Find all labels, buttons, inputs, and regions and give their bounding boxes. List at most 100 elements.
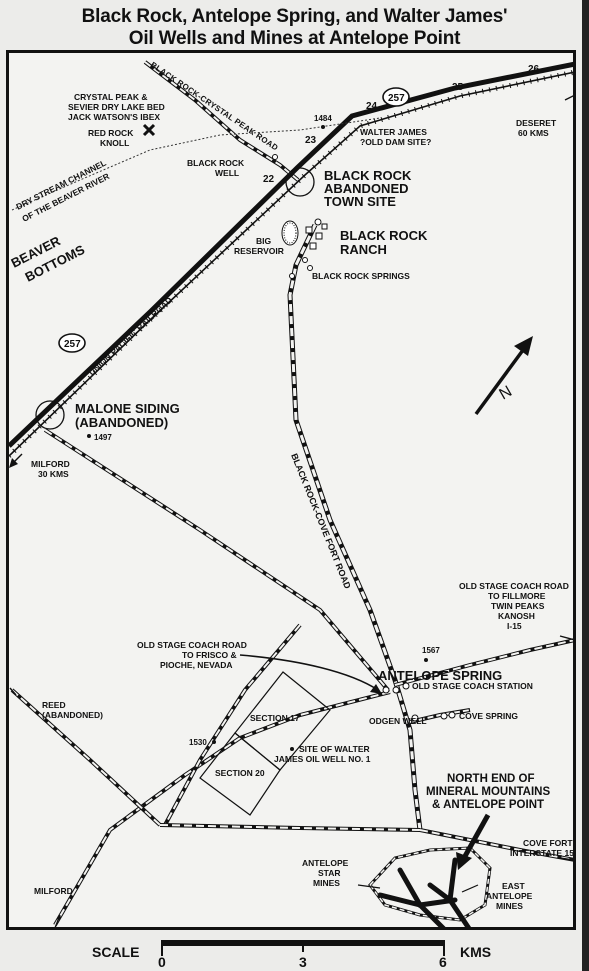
malone-siding-circle <box>35 400 65 430</box>
railroad-line <box>9 71 573 457</box>
fillmore-label-c: TWIN PEAKS <box>491 601 545 611</box>
big-reservoir <box>281 220 299 246</box>
crystal-peak-label-b: SEVIER DRY LAKE BED <box>68 102 165 112</box>
dry-stream-channel <box>11 117 381 211</box>
walter-dam-label-a: WALTER JAMES <box>360 127 427 137</box>
mile-23: 23 <box>305 135 317 146</box>
fillmore-label-e: I-15 <box>507 621 522 631</box>
cove-fort-road-label: BLACK ROCK-COVE FORT ROAD <box>289 452 353 591</box>
scale-tick-0: 0 <box>158 954 166 970</box>
fillmore-label-b: TO FILLMORE <box>488 591 546 601</box>
antelope-spring-label: ANTELOPE SPRING <box>378 668 502 683</box>
east-antelope-label-c: MINES <box>496 901 523 911</box>
elev-1484: 1484 <box>314 114 332 123</box>
stage-station-label: OLD STAGE COACH STATION <box>412 681 533 691</box>
crystal-peak-label-c: JACK WATSON'S IBEX <box>68 112 160 122</box>
page-edge-shadow <box>582 0 589 971</box>
milford-bottom-arrow <box>54 914 61 927</box>
antelope-spring-marker <box>382 686 390 694</box>
hwy-257-left-label: 257 <box>64 339 81 350</box>
railroad-label: UNION PACIFIC RAILROAD <box>87 295 175 378</box>
red-rock-knoll-marker <box>142 123 156 137</box>
reed-label-a: REED <box>42 700 66 710</box>
mineral-label-a: NORTH END OF <box>447 773 535 785</box>
mineral-arrow <box>461 813 491 860</box>
mile-26: 26 <box>528 64 540 75</box>
deseret-label-a: DESERET <box>516 118 557 128</box>
cove-spring-marker <box>440 712 448 720</box>
highway-257-line <box>9 61 573 448</box>
scale-bar <box>161 940 445 956</box>
east-antelope-label-b: ANTELOPE <box>486 891 533 901</box>
map-title-line2: Oil Wells and Mines at Antelope Point <box>128 28 461 49</box>
odgen-well-marker <box>411 714 419 722</box>
red-rock-label-a: RED ROCK <box>88 128 134 138</box>
malone-label-b: (ABANDONED) <box>75 415 168 430</box>
fillmore-arrow <box>559 635 573 641</box>
big-reservoir-label-b: RESERVOIR <box>234 246 284 256</box>
black-rock-springs-label: BLACK ROCK SPRINGS <box>312 271 410 281</box>
north-label: N <box>497 383 516 404</box>
mile-25: 25 <box>452 82 464 93</box>
red-rock-label-b: KNOLL <box>100 138 129 148</box>
odgen-well-label: ODGEN WELL <box>369 716 427 726</box>
cove-fort-label-a: COVE FORT <box>523 838 573 848</box>
reed-arrow <box>9 687 17 696</box>
black-rock-well-marker <box>272 154 278 160</box>
walter-dam-label-b: ?OLD DAM SITE? <box>360 137 431 147</box>
mile-24: 24 <box>366 101 378 112</box>
crystal-peak-road-label: BLACK ROCK-CRYSTAL PEAK ROAD <box>149 60 280 152</box>
east-antelope-label-a: EAST <box>502 881 525 891</box>
crystal-peak-label-a: CRYSTAL PEAK & <box>74 92 148 102</box>
deseret-arrow <box>564 95 573 101</box>
town-site-label-b: ABANDONED <box>324 181 409 196</box>
black-rock-well-label-b: WELL <box>215 168 239 178</box>
antelope-star-label-b: STAR <box>318 868 341 878</box>
map-frame <box>6 50 576 930</box>
ranch-label-b: RANCH <box>340 242 387 257</box>
mineral-mountains-ridge <box>377 857 472 927</box>
frisco-label-b: TO FRISCO & <box>182 650 237 660</box>
north-arrow <box>474 344 528 416</box>
antelope-star-label-a: ANTELOPE <box>302 858 349 868</box>
ranch-label-a: BLACK ROCK <box>340 228 428 243</box>
reed-label-b: (ABANDONED) <box>42 710 103 720</box>
cove-fort-arrow <box>559 857 573 861</box>
big-reservoir-label-a: BIG <box>256 236 272 246</box>
hwy-257-shield-left <box>58 333 86 353</box>
section-20-label: SECTION 20 <box>215 768 265 778</box>
frisco-label-a: OLD STAGE COACH ROAD <box>137 640 247 650</box>
milford-top-label-a: MILFORD <box>31 459 70 469</box>
scale-tick-3: 3 <box>299 954 307 970</box>
malone-label-a: MALONE SIDING <box>75 401 180 416</box>
cove-fort-label-b: INTERSTATE 15 <box>510 848 574 858</box>
elev-1497: 1497 <box>94 433 112 442</box>
black-rock-springs-marker <box>289 273 295 279</box>
town-site-circle <box>285 167 315 197</box>
east-antelope-arrow <box>461 884 479 893</box>
scale-tick-6: 6 <box>439 954 447 970</box>
mineral-label-b: MINERAL MOUNTAINS <box>426 786 550 798</box>
hwy-257-top-label: 257 <box>388 93 405 104</box>
ranch-buildings <box>302 218 328 271</box>
section-17-label: SECTION 17 <box>250 713 300 723</box>
scale-label: SCALE <box>92 944 139 960</box>
elev-1567: 1567 <box>422 646 440 655</box>
cove-fort-road-line <box>287 223 423 831</box>
frisco-label-c: PIOCHE, NEVADA <box>160 660 233 670</box>
cove-spring-label: COVE SPRING <box>459 711 518 721</box>
milford-top-label-b: 30 KMS <box>38 469 69 479</box>
antelope-star-label-c: MINES <box>313 878 340 888</box>
town-site-label-a: BLACK ROCK <box>324 168 412 183</box>
walter-well-label-a: SITE OF WALTER <box>299 744 370 754</box>
walter-well-label-b: JAMES OIL WELL NO. 1 <box>274 754 371 764</box>
town-site-label-c: TOWN SITE <box>324 194 396 209</box>
mineral-label-c: & ANTELOPE POINT <box>432 799 544 811</box>
mile-22: 22 <box>263 174 275 185</box>
elev-1530: 1530 <box>189 738 207 747</box>
section-20-boundary <box>199 732 281 816</box>
scale-unit: KMS <box>460 944 491 960</box>
frisco-arrow <box>239 654 379 691</box>
